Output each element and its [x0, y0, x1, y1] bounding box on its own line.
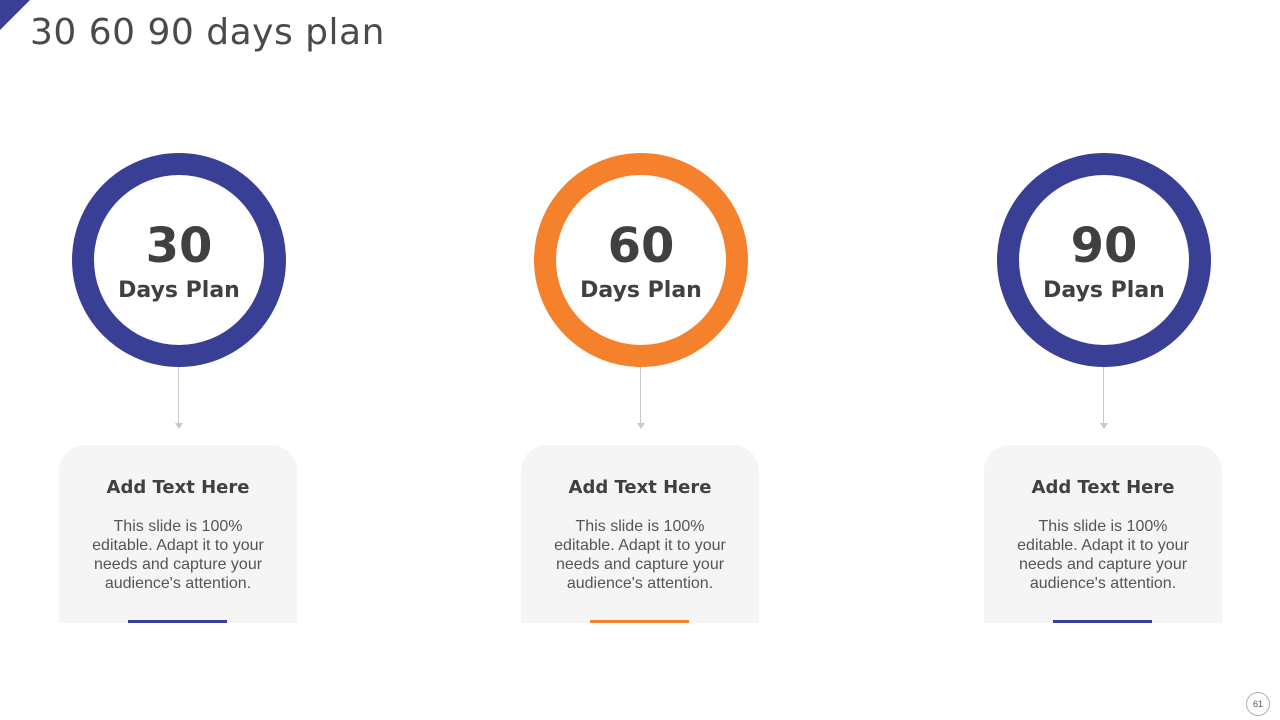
card-title: Add Text Here — [568, 477, 712, 498]
card-body: This slide is 100% editable. Adapt it to… — [554, 518, 726, 592]
corner-accent — [0, 0, 30, 30]
card-accent-bar — [590, 620, 689, 623]
plan-card: Add Text Here This slide is 100% editabl… — [984, 445, 1222, 623]
card-accent-bar — [1053, 620, 1152, 623]
card-accent-bar — [128, 620, 227, 623]
slide-title: 30 60 90 days plan — [30, 12, 385, 53]
plan-card: Add Text Here This slide is 100% editabl… — [59, 445, 297, 623]
card-body: This slide is 100% editable. Adapt it to… — [1017, 518, 1189, 592]
plan-label: Days Plan — [580, 277, 702, 303]
arrow-down-icon — [1100, 423, 1108, 429]
plan-label: Days Plan — [1043, 277, 1165, 303]
plan-number: 30 — [145, 217, 213, 274]
plan-circle: 60 Days Plan — [534, 153, 748, 367]
plan-column-90: 90 Days Plan Add Text Here This slide is… — [984, 0, 1224, 720]
plan-column-30: 30 Days Plan Add Text Here This slide is… — [59, 0, 299, 720]
plan-number: 60 — [607, 217, 675, 274]
arrow-down-icon — [175, 423, 183, 429]
plan-column-60: 60 Days Plan Add Text Here This slide is… — [521, 0, 761, 720]
connector-line — [178, 367, 179, 425]
card-title: Add Text Here — [1031, 477, 1175, 498]
plan-label: Days Plan — [118, 277, 240, 303]
plan-card: Add Text Here This slide is 100% editabl… — [521, 445, 759, 623]
plan-circle: 90 Days Plan — [997, 153, 1211, 367]
plan-number: 90 — [1070, 217, 1138, 274]
connector-line — [640, 367, 641, 425]
plan-circle: 30 Days Plan — [72, 153, 286, 367]
arrow-down-icon — [637, 423, 645, 429]
card-body: This slide is 100% editable. Adapt it to… — [92, 518, 264, 592]
card-title: Add Text Here — [106, 477, 250, 498]
page-number-badge: 61 — [1246, 692, 1270, 716]
connector-line — [1103, 367, 1104, 425]
